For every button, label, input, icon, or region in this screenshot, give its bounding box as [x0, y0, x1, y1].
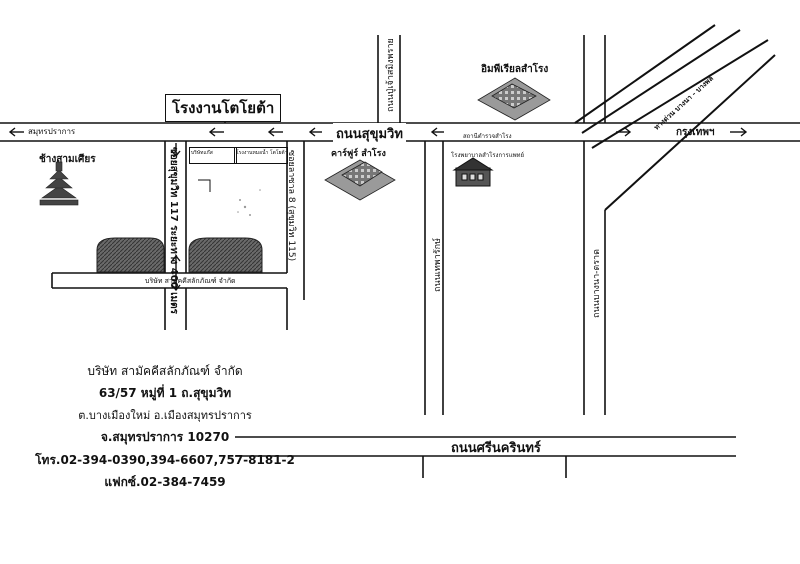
imperial-building-icon [477, 77, 551, 121]
address-line-street: 63/57 หมู่ที่ 1 ถ.สุขุมวิท [98, 386, 232, 400]
address-phone: โทร.02-394-0390,394-6607,757-8181-2 [35, 453, 295, 467]
arrow-west-2 [208, 127, 224, 137]
arrow-west-5 [430, 127, 444, 137]
arrow-west-1 [8, 127, 24, 137]
sukhumvit-road-label: ถนนสุขุมวิท [333, 123, 406, 144]
company-road-label: บริษัท สามัคคีสลักภัณฑ์ จำกัด [145, 277, 236, 285]
samrong-station-road-label: สถานีตำรวจสำโรง [463, 133, 512, 140]
direction-east-label: กรุงเทพฯ [676, 127, 715, 138]
expressway-inner-1 [604, 54, 776, 211]
arrow-west-3 [267, 127, 283, 137]
company-building-right [188, 237, 263, 273]
toyota-marker [198, 179, 211, 192]
address-company-name: บริษัท สามัคคีสลักภัณฑ์ จำกัด [87, 364, 243, 378]
arrow-east-2 [730, 127, 748, 137]
small-box-boiler-label: โรงงานหมอน้ำ โตโยต้า [234, 147, 288, 164]
soi-115-label: ซอยลาซาล 8 (สุขุมวิท 115) [286, 150, 296, 262]
pagoda-icon [39, 161, 79, 206]
direction-west-label: สมุทรปราการ [28, 127, 76, 136]
address-fax: แฟกซ์.02-384-7459 [104, 475, 226, 489]
small-box-gas-label: บริษัทแก๊ส [189, 147, 237, 164]
carrefour-building-icon [324, 159, 396, 201]
soi-117-label: ซอยสุขุมวิท 117 ระยะทาง 400 เมตร [168, 147, 179, 315]
address-line-district: ต.บางเมืองใหม่ อ.เมืองสมุทรปราการ [78, 409, 252, 422]
address-line-province: จ.สมุทรปราการ 10270 [100, 430, 230, 444]
right-vertical-road-label: ถนนบางนา-ตราด [592, 249, 602, 318]
arrow-updown-company [171, 254, 181, 292]
left-vertical-road-label: ถนนเทพารักษ์ [433, 238, 443, 292]
expressway-outer-2 [581, 29, 741, 134]
expressway-outer-1 [574, 24, 716, 124]
arrow-down-soi117 [171, 143, 181, 158]
station-house-icon [452, 157, 494, 187]
north-road-label: ถนนปู่เจ้าสมิงพราย [386, 38, 396, 112]
pagoda-label: ช้างสามเศียร [39, 154, 96, 165]
arrow-east-1 [616, 127, 632, 137]
expressway-inner-2 [591, 39, 769, 149]
imperial-samrong-label: อิมพีเรียลสำโรง [481, 64, 549, 75]
company-building-left [96, 237, 165, 273]
srinakarin-road-label: ถนนศรีนครินทร์ [451, 441, 541, 456]
toyota-factory-label: โรงงานโตโยต้า [165, 94, 282, 122]
carrefour-samrong-label: คาร์ฟูร์ สำโรง [331, 149, 386, 159]
arrow-west-4 [308, 127, 322, 137]
hospital-label: โรงพยาบาลสำโรงการแพทย์ [451, 152, 524, 159]
